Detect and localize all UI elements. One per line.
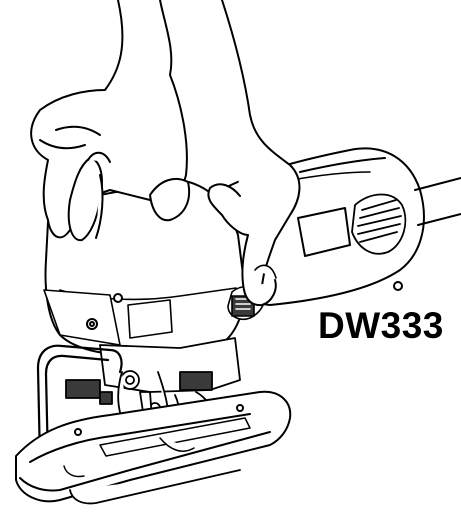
vent-grille <box>351 193 407 255</box>
model-label: DW333 <box>318 305 444 346</box>
left-hand <box>30 0 190 242</box>
right-hand <box>207 0 301 307</box>
base-plate <box>15 390 292 505</box>
tool-body <box>43 179 246 357</box>
